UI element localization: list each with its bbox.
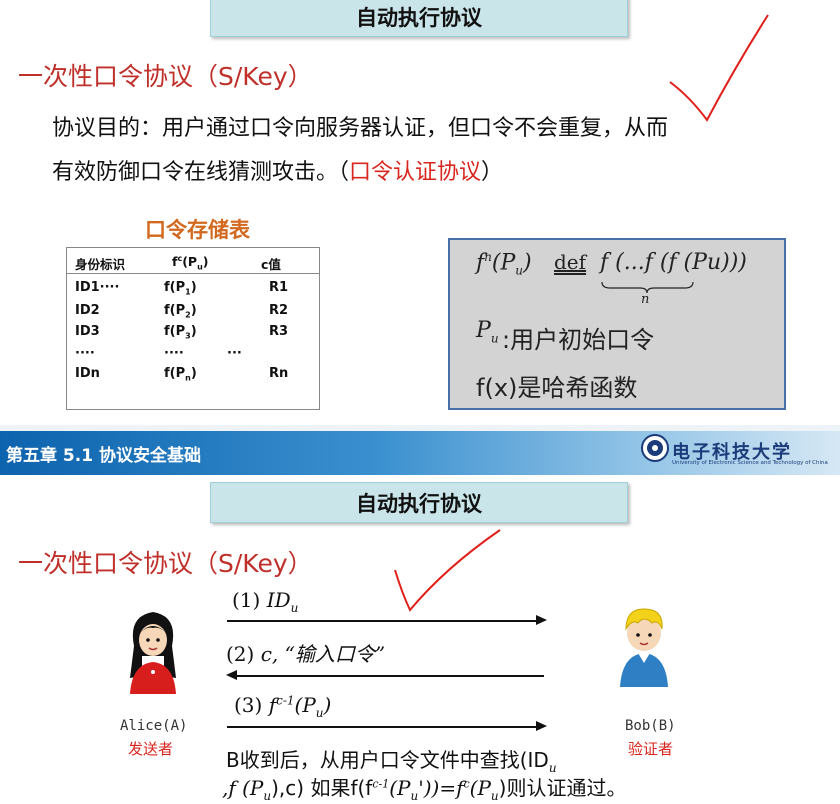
table-header-c: c值 [261, 257, 281, 272]
formula-hash-desc: f(x)是哈希函数 [476, 374, 638, 402]
password-storage-table: 身份标识 fc(Pu) c值 ID1···· f(P1) R1 ID2 f(P2… [66, 247, 320, 410]
table-cell-rn: Rn [269, 366, 289, 381]
table-cell-dots-1: ···· [75, 346, 95, 361]
verification-line-1: B收到后，从用户口令文件中查找(IDu [226, 748, 557, 775]
purpose-text: 有效防御口令在线猜测攻击。（ [52, 160, 350, 185]
banner-top-strip [0, 425, 840, 431]
arrow-bob-to-alice [232, 675, 544, 677]
step-2-label: (2) c, “输入口令” [226, 642, 386, 666]
step-3-label: (3) fc-1(Pu) [234, 693, 332, 720]
verification-line-2: ,f (Pu),c) 如果f(fc-1(Pu'))=fc(Pu)则认证通过。 [222, 776, 627, 803]
alice-label: Alice(A) [120, 718, 188, 734]
arrowhead-right-icon [536, 721, 547, 731]
formula-lhs: fn(Pu) [476, 250, 532, 278]
arrow-alice-to-bob-3 [227, 726, 543, 728]
bob-avatar-icon [620, 608, 668, 687]
table-header-fc: fc(Pu) [172, 254, 209, 272]
table-divider [67, 273, 319, 274]
alice-role: 发送者 [128, 740, 174, 758]
formula-pu-desc: :用户初始口令 [502, 326, 655, 354]
step-1-label: (1) IDu [232, 588, 299, 615]
table-cell-r3: R3 [269, 324, 289, 339]
slide1-heading: 一次性口令协议（S/Key） [18, 62, 313, 91]
purpose-close: ） [481, 160, 504, 185]
table-cell-id3: ID3 [75, 324, 100, 339]
table-cell-r2: R2 [269, 303, 289, 318]
arrowhead-right-icon [536, 615, 547, 625]
table-cell-id2: ID2 [75, 303, 100, 318]
table-cell-dots-3: ··· [227, 346, 242, 361]
university-logo-en: University of Electronic Science and Tec… [672, 460, 828, 466]
table-header-id: 身份标识 [75, 257, 126, 272]
table-cell-f2: f(P2) [164, 303, 197, 320]
underbrace-icon [601, 281, 694, 294]
table-cell-idn: IDn [75, 366, 100, 381]
formula-box: fn(Pu) def f (...f (f (Pu))) n Pu :用户初始口… [448, 238, 786, 410]
checkmark-icon [669, 14, 769, 122]
chapter-title: 第五章 5.1 协议安全基础 [6, 446, 201, 466]
slide2-heading: 一次性口令协议（S/Key） [18, 549, 313, 578]
university-seal-icon [641, 434, 669, 462]
table-cell-dots-2: ···· [164, 346, 184, 361]
university-logo-cn: 电子科技大学 [672, 442, 792, 463]
table-cell-fn: f(Pn) [164, 366, 197, 383]
protocol-type-highlight: 口令认证协议 [349, 160, 482, 185]
alice-avatar-icon [130, 612, 176, 694]
table-title: 口令存储表 [145, 218, 250, 242]
table-cell-f1: f(P1) [164, 280, 197, 297]
brace-label: n [641, 292, 650, 307]
table-cell-id1: ID1···· [75, 280, 120, 295]
slide2-title: 自动执行协议 [210, 482, 628, 523]
table-cell-f3: f(P3) [164, 324, 197, 341]
bob-label: Bob(B) [625, 718, 676, 734]
purpose-line-1: 协议目的：用户通过口令向服务器认证，但口令不会重复，从而 [52, 116, 669, 141]
checkmark-icon [394, 529, 501, 612]
formula-def: def [554, 250, 587, 274]
bob-role: 验证者 [628, 740, 674, 758]
chapter-banner [0, 431, 840, 475]
slide1-title: 自动执行协议 [210, 0, 628, 37]
formula-rhs: f (...f (f (Pu))) [600, 250, 747, 275]
arrow-alice-to-bob-1 [227, 620, 543, 622]
table-cell-r1: R1 [269, 280, 289, 295]
formula-pu: Pu [476, 318, 499, 346]
arrowhead-left-icon [226, 670, 237, 680]
purpose-line-2: 有效防御口令在线猜测攻击。（口令认证协议） [52, 154, 503, 186]
